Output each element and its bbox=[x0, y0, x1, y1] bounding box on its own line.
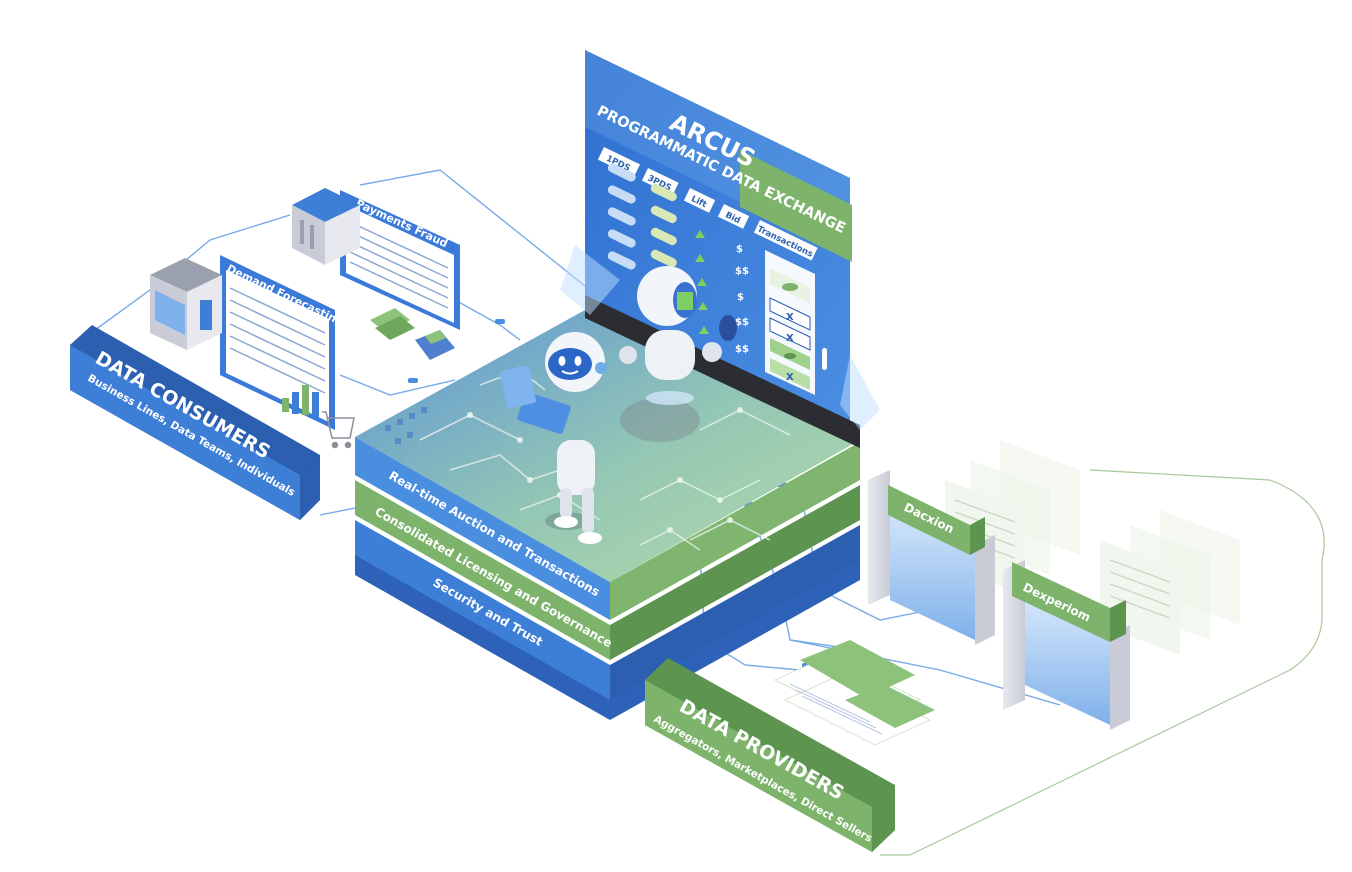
data-consumers-banner bbox=[70, 325, 320, 520]
board-glow-left bbox=[560, 245, 620, 315]
svg-text:X: X bbox=[786, 333, 794, 344]
bid-values: $ $$ $ $$ $$ bbox=[735, 244, 749, 355]
svg-text:$: $ bbox=[736, 244, 743, 255]
lift-up-icons bbox=[695, 230, 709, 334]
svg-text:$$: $$ bbox=[735, 344, 749, 355]
handshake-icon bbox=[770, 268, 810, 303]
board-glow-right bbox=[840, 355, 880, 430]
surface-ports bbox=[385, 407, 427, 444]
storefront-icon bbox=[150, 258, 222, 350]
transactions-panel: X X X bbox=[765, 250, 827, 395]
dexperiom-gateway: Dexperiom bbox=[1003, 560, 1130, 730]
dacxion-gateway: Dacxion bbox=[868, 470, 995, 645]
data-providers-banner bbox=[645, 658, 895, 852]
platform bbox=[355, 310, 860, 720]
data-sheets-stack bbox=[773, 640, 935, 746]
bar-chart-icon bbox=[282, 385, 319, 417]
transaction-success bbox=[770, 338, 810, 370]
svg-text:$$: $$ bbox=[735, 266, 749, 277]
transaction-fail-2: X bbox=[769, 317, 811, 351]
cash-icon bbox=[370, 308, 415, 340]
robot-trader bbox=[619, 266, 737, 405]
svg-text:X: X bbox=[786, 372, 794, 383]
transactions-scrollbar bbox=[822, 348, 827, 370]
transaction-fail-1: X bbox=[769, 297, 811, 331]
shopping-cart-icon bbox=[322, 411, 355, 449]
transaction-fail-3: X bbox=[770, 358, 810, 390]
svg-text:$$: $$ bbox=[735, 317, 749, 328]
bank-icon bbox=[292, 188, 360, 265]
robot-analyst bbox=[499, 332, 607, 544]
pds-1-cells bbox=[607, 163, 636, 270]
svg-text:$: $ bbox=[737, 292, 744, 303]
provider-outline bbox=[880, 469, 1325, 856]
pds-3-cells bbox=[650, 183, 677, 268]
card-terminal-icon bbox=[415, 330, 455, 360]
svg-text:X: X bbox=[786, 312, 794, 323]
hologram-pad bbox=[620, 398, 700, 442]
